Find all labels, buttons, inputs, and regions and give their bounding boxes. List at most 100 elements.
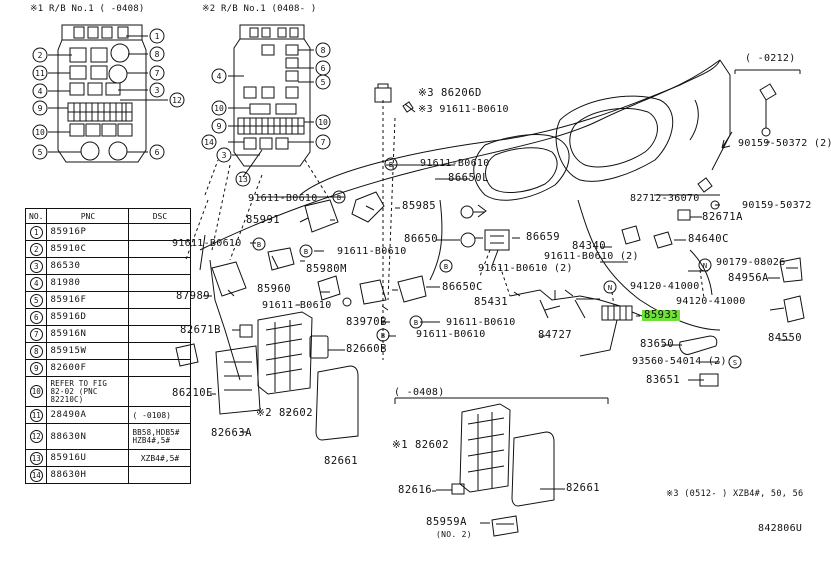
svg-text:B: B	[257, 241, 261, 249]
svg-text:10: 10	[318, 118, 328, 127]
part-label-90179: 90179-08026	[716, 257, 786, 268]
part-label-94120-a: 94120-41000	[630, 281, 700, 292]
part-label-82663A: 82663A	[211, 427, 252, 439]
part-label-82671A: 82671A	[702, 211, 743, 223]
part-label-82661: 82661	[324, 455, 359, 467]
part-label-86650L: 86650L	[448, 172, 489, 184]
part-label-84956A: 84956A	[728, 272, 769, 284]
svg-text:B: B	[304, 248, 308, 256]
part-label-93560: 93560-54014 (2)	[632, 356, 727, 367]
part-label-86659: 86659	[526, 231, 561, 243]
diagram-callout-letters: B B B B B B B N N S	[257, 161, 737, 367]
svg-text:B: B	[414, 319, 418, 327]
part-label-82661-inset: 82661	[566, 482, 601, 494]
part-label-86650C: 86650C	[442, 281, 483, 293]
part-label-85431: 85431	[474, 296, 509, 308]
part-label-91611-g: 91611-B0610	[416, 329, 486, 340]
part-label-86650: 86650	[404, 233, 439, 245]
part-label-85960: 85960	[257, 283, 292, 295]
footnote-xzb: ※3 (0512- ) XZB4#, 50, 56	[666, 489, 804, 499]
part-label-83651: 83651	[646, 374, 681, 386]
figure-id: 842806U	[758, 523, 803, 534]
part-label-82660B: 82660B	[346, 343, 387, 355]
svg-text:8: 8	[321, 46, 326, 55]
svg-text:7: 7	[155, 69, 160, 78]
svg-text:10: 10	[214, 104, 224, 113]
part-label-84340: 84340	[572, 240, 607, 252]
relay-block-2-header: ※2 R/B No.1 (0408- )	[202, 4, 317, 14]
part-label-84550: 84550	[768, 332, 803, 344]
inset-label-0212: ( -0212)	[745, 53, 796, 64]
part-label-87989: 87989	[176, 290, 211, 302]
part-label-91611-f: 91611-B0610	[446, 317, 516, 328]
svg-text:3: 3	[155, 86, 160, 95]
svg-text:B: B	[381, 332, 385, 340]
dashboard-outline	[199, 59, 731, 381]
part-label-90159-b: 90159-50372	[742, 200, 812, 211]
svg-text:B: B	[444, 263, 448, 271]
inset-label-0408: ( -0408)	[394, 387, 445, 398]
part-label-91611-h: 91611-B0610 (2)	[544, 251, 639, 262]
relay-block-1-header: ※1 R/B No.1 ( -0408)	[30, 4, 145, 14]
part-label-91611-d: 91611-B0610	[337, 246, 407, 257]
svg-text:B: B	[337, 194, 341, 202]
part-label-83650: 83650	[640, 338, 675, 350]
svg-text:8: 8	[155, 50, 160, 59]
svg-text:11: 11	[35, 69, 45, 78]
svg-text:2: 2	[38, 51, 43, 60]
part-label-91611-e: 91611-B0610	[262, 300, 332, 311]
svg-text:5: 5	[321, 78, 326, 87]
part-label-84640C: 84640C	[688, 233, 729, 245]
part-label-85991: 85991	[246, 214, 281, 226]
part-label-no2: (NO. 2)	[436, 530, 472, 539]
part-label-86210E: 86210E	[172, 387, 213, 399]
svg-text:13: 13	[238, 175, 248, 184]
relay-block-1-outline	[48, 24, 168, 163]
part-label-90159-a: 90159-50372 (2)	[738, 138, 831, 149]
part-label-85985: 85985	[402, 200, 437, 212]
part-label-85959A: 85959A	[426, 516, 467, 528]
svg-text:6: 6	[155, 148, 160, 157]
part-label-85980M: 85980M	[306, 263, 347, 275]
part-label-86206D: ※3 86206D	[418, 87, 482, 99]
part-label-85933-highlighted[interactable]: 85933	[642, 309, 681, 321]
svg-text:3: 3	[222, 151, 227, 160]
callout-letter-b: B	[389, 161, 393, 169]
part-label-94120-b: 94120-41000	[676, 296, 746, 307]
part-label-83970B: 83970B	[346, 316, 387, 328]
part-label-91611-c: 91611-B0610	[172, 238, 242, 249]
relay-block-2-outline	[228, 24, 314, 178]
svg-text:9: 9	[217, 122, 222, 131]
part-label-82671B: 82671B	[180, 324, 221, 336]
svg-text:10: 10	[35, 128, 45, 137]
part-label-82602: ※2 82602	[256, 407, 314, 419]
part-label-91611-a: 91611-B0610	[420, 158, 490, 169]
svg-text:1: 1	[155, 32, 160, 41]
svg-text:N: N	[703, 262, 707, 270]
svg-text:9: 9	[38, 104, 43, 113]
svg-text:5: 5	[38, 148, 43, 157]
svg-text:14: 14	[204, 138, 214, 147]
part-label-391611: ※3 91611-B0610	[418, 104, 509, 115]
svg-text:7: 7	[321, 138, 326, 147]
part-label-91611-i: 91611-B0610 (2)	[478, 263, 573, 274]
col-dsc: DSC	[128, 208, 192, 224]
svg-text:12: 12	[172, 96, 182, 105]
col-no: NO.	[24, 208, 48, 224]
part-label-182602: ※1 82602	[392, 439, 450, 451]
